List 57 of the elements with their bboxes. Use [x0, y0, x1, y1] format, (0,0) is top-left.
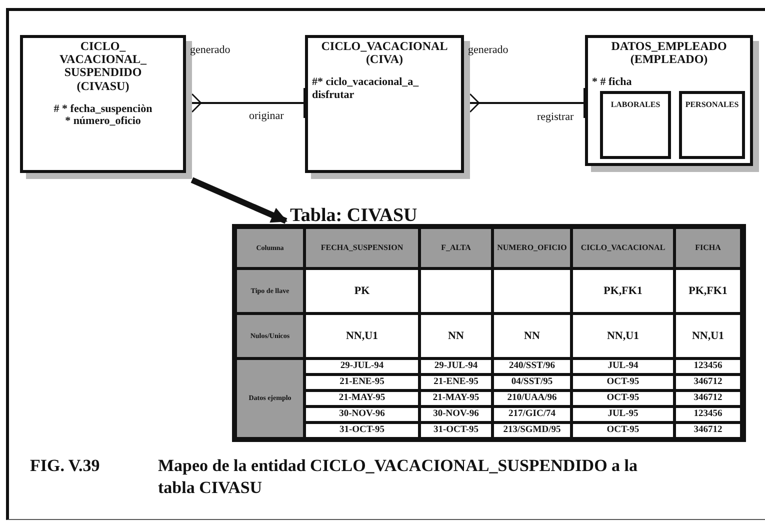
table-cell: 30-NOV-96: [306, 408, 418, 421]
table-header-cell: F_ALTA: [421, 229, 491, 267]
table-header-cell: FECHA_SUSPENSION: [306, 229, 418, 267]
table-cell: JUL-95: [573, 408, 673, 421]
table-cell: 21-ENE-95: [421, 376, 491, 389]
table-cell: JUL-94: [573, 360, 673, 373]
table-cell: 31-OCT-95: [421, 424, 491, 437]
table-cell: NN,U1: [573, 315, 673, 357]
attribute-text: * número_oficio: [65, 115, 141, 128]
table-cell: PK: [306, 270, 418, 312]
table-cell: 346712: [676, 424, 740, 437]
entity-name: CICLO_ VACACIONAL_ SUSPENDIDO (CIVASU): [58, 40, 148, 93]
table-cell: PK,FK1: [676, 270, 740, 312]
table-cell: 30-NOV-96: [421, 408, 491, 421]
figure-number: FIG. V.39: [30, 455, 100, 477]
table-cell: 346712: [676, 392, 740, 405]
table-cell: NN,U1: [306, 315, 418, 357]
role-label: registrar: [537, 111, 574, 123]
table-cell: 21-MAY-95: [306, 392, 418, 405]
table-title: Tabla: CIVASU: [290, 205, 418, 227]
table-cell: 29-JUL-94: [306, 360, 418, 373]
table-cell: 346712: [676, 376, 740, 389]
table-header-cell: FICHA: [676, 229, 740, 267]
table-cell: 213/SGMD/95: [494, 424, 570, 437]
entity-name: DATOS_EMPLEADO (EMPLEADO): [610, 40, 728, 66]
role-label: generado: [190, 44, 230, 56]
table-cell: PK,FK1: [573, 270, 673, 312]
sub-entity-box: LABORALES: [600, 91, 671, 159]
table-cell: 123456: [676, 408, 740, 421]
table-cell: 21-MAY-95: [421, 392, 491, 405]
table-cell: NN,U1: [676, 315, 740, 357]
table-cell: OCT-95: [573, 392, 673, 405]
table-cell: OCT-95: [573, 376, 673, 389]
table-cell: 240/SST/96: [494, 360, 570, 373]
table-cell: 31-OCT-95: [306, 424, 418, 437]
table-cell: 29-JUL-94: [421, 360, 491, 373]
relationship-line: [469, 86, 586, 120]
entity-name: CICLO_VACACIONAL (CIVA): [320, 40, 449, 66]
table-header-cell: CICLO_VACACIONAL: [573, 229, 673, 267]
attribute-text: # * fecha_suspenciòn: [54, 102, 152, 116]
attribute-text: * # ficha: [592, 76, 632, 90]
table-cell: 21-ENE-95: [306, 376, 418, 389]
relationship-line: [191, 86, 306, 120]
table-cell: OCT-95: [573, 424, 673, 437]
table-cell: NN: [421, 315, 491, 357]
table-cell: 04/SST/95: [494, 376, 570, 389]
table-cell: 123456: [676, 360, 740, 373]
role-label: generado: [468, 44, 508, 56]
role-label: originar: [249, 110, 284, 122]
figure-caption: Mapeo de la entidad CICLO_VACACIONAL_SUSPENDIDO a la tabla CIVASU: [158, 455, 639, 500]
attribute-text: #* ciclo_vacacional_a_ disfrutar: [312, 76, 420, 102]
table-cell: 210/UAA/96: [494, 392, 570, 405]
table-header-cell: NUMERO_OFICIO: [494, 229, 570, 267]
sub-entity-box: PERSONALES: [679, 91, 745, 159]
table-cell: NN: [494, 315, 570, 357]
arrow: [190, 177, 288, 224]
table-cell: 217/GIC/74: [494, 408, 570, 421]
